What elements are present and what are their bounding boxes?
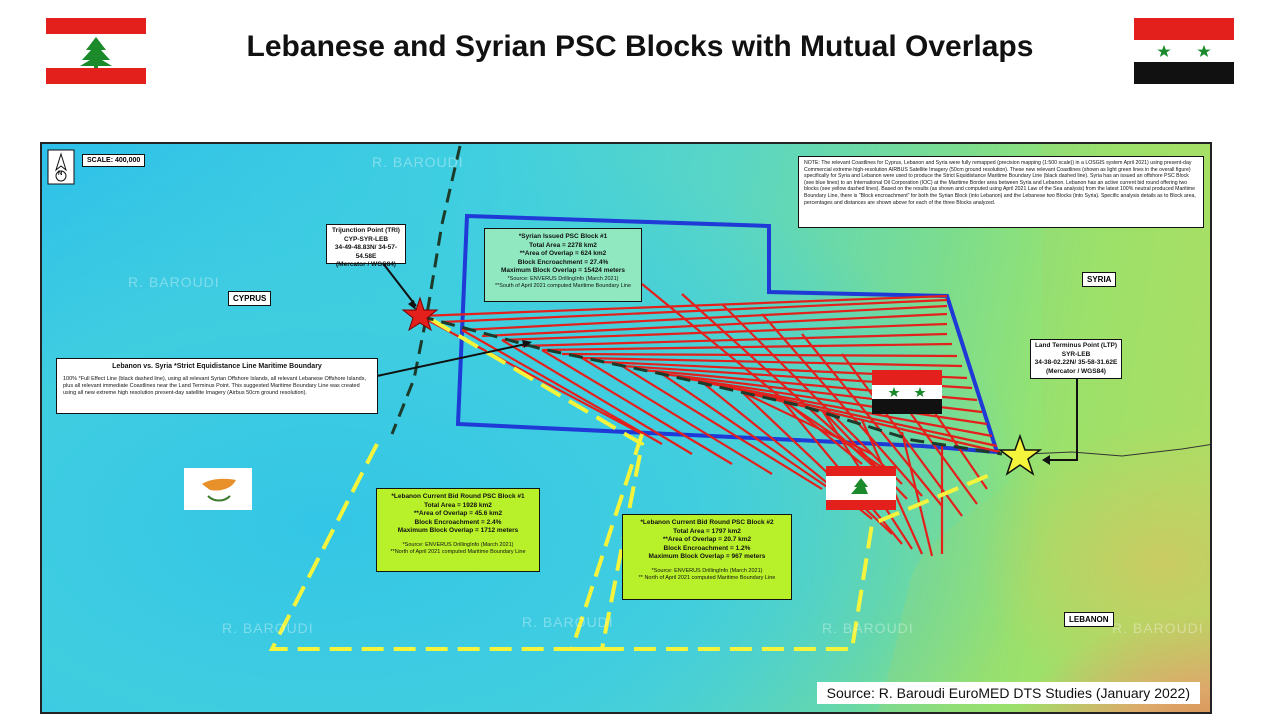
boundary-note-title: Lebanon vs. Syria *Strict Equidistance L…: [112, 363, 322, 370]
boundary-note-body: 100% *Full Effect Line (black dashed lin…: [63, 376, 366, 396]
trijunction-star-icon: [401, 296, 439, 332]
trijunction-coords: 34-49-48.83N/ 34-57-54.58E: [334, 244, 398, 260]
lebanon-block1-overlap: **Area of Overlap = 45.6 km2: [413, 510, 503, 517]
syria-block-max-overlap: Maximum Block Overlap = 15424 meters: [500, 267, 626, 274]
equidistance-line: [419, 314, 1003, 456]
maritime-boundary-line: [390, 145, 462, 435]
lebanon-block1-info: *Lebanon Current Bid Round PSC Block #1 …: [376, 488, 540, 572]
watermark: R. BAROUDI: [128, 274, 220, 290]
watermark: R. BAROUDI: [372, 154, 464, 170]
syria-block-area: Total Area = 2278 km2: [529, 241, 597, 249]
north-label: N: [58, 171, 63, 177]
lebanon-block1-max-overlap: Maximum Block Overlap = 1712 meters: [397, 527, 519, 534]
lebanon-block1-source: *Source: ENVERUS DrillingInfo (March 202…: [402, 541, 514, 548]
lebanon-block1-footnote: **North of April 2021 computed Maritime …: [390, 548, 526, 555]
syria-block-encroachment: Block Encroachment = 27.4%: [517, 258, 609, 266]
lebanon-block2-overlap: **Area of Overlap = 20.7 km2: [662, 536, 752, 543]
syria-flag-map-icon: [872, 370, 942, 414]
page-title: Lebanese and Syrian PSC Blocks with Mutu…: [246, 30, 1034, 63]
lebanon-block2-source: *Source: ENVERUS DrillingInfo (March 202…: [651, 567, 763, 574]
syria-label: SYRIA: [1082, 272, 1117, 287]
lebanon-block2-area: Total Area = 1797 km2: [673, 527, 741, 535]
land-terminus-arrow: [1047, 376, 1078, 461]
map-panel: N R. BAROUDI R. BAROUDI R. BAROUDI R. BA…: [40, 142, 1212, 714]
trijunction-callout: Trijunction Point (TRI) CYP-SYR-LEB 34-4…: [326, 224, 406, 268]
trijunction-system: (Mercator / WGS84): [336, 261, 396, 268]
land-terminus-title: Land Terminus Point (LTP): [1034, 342, 1118, 349]
boundary-arrowhead: [522, 340, 532, 348]
overlap-lines: [419, 283, 1001, 557]
lebanon-block2-max-overlap: Maximum Block Overlap = 967 meters: [648, 553, 766, 560]
land-terminus-callout: Land Terminus Point (LTP) SYR-LEB 34-38-…: [1030, 339, 1122, 379]
map-drawing: [47, 144, 1210, 712]
analysis-note: NOTE: The relevant Coastlines for Cyprus…: [798, 156, 1204, 228]
lebanon-block2-info: *Lebanon Current Bid Round PSC Block #2 …: [622, 514, 792, 600]
syria-block-title: *Syrian Issued PSC Block #1: [518, 233, 608, 240]
lebanon-block1-area: Total Area = 1928 km2: [424, 501, 492, 509]
cyprus-flag-map-icon: [184, 468, 252, 510]
source-caption: Source: R. Baroudi EuroMED DTS Studies (…: [816, 682, 1200, 704]
land-terminus-system: (Mercator / WGS84): [1046, 367, 1106, 375]
land-border-line: [1026, 444, 1210, 457]
land-shade: [878, 144, 1210, 712]
lebanon-block1-title: *Lebanon Current Bid Round PSC Block #1: [391, 493, 525, 500]
scale-label: SCALE: 400,000: [82, 154, 146, 167]
cyprus-label: CYPRUS: [228, 291, 272, 306]
land-terminus-arrowhead: [1042, 455, 1050, 465]
syria-block-info: *Syrian Issued PSC Block #1 Total Area =…: [484, 228, 642, 302]
watermark: R. BAROUDI: [222, 620, 314, 636]
boundary-arrow: [376, 343, 527, 377]
north-arrow-icon: [47, 149, 75, 185]
trijunction-arrow: [381, 261, 417, 307]
syria-block-source: *Source: ENVERUS DrillingInfo (March 202…: [507, 275, 619, 282]
land-terminus-coords: 34-38-02.22N/ 35-58-31.62E: [1034, 359, 1118, 366]
boundary-note-callout: Lebanon vs. Syria *Strict Equidistance L…: [56, 358, 378, 414]
lebanon-block2-title: *Lebanon Current Bid Round PSC Block #2: [640, 519, 774, 526]
syria-block-footnote: **South of April 2021 computed Maritime …: [494, 282, 632, 289]
lebanon-block1-encroachment: Block Encroachment = 2.4%: [414, 518, 502, 526]
lebanon-block2-encroachment: Block Encroachment = 1.2%: [663, 544, 751, 552]
watermark: R. BAROUDI: [1112, 620, 1204, 636]
syria-flag-icon: [1134, 18, 1234, 84]
lebanon-flag-icon: [46, 18, 146, 84]
land-terminus-line2: SYR-LEB: [1061, 350, 1091, 358]
syria-block-overlap: **Area of Overlap = 624 km2: [519, 250, 607, 257]
syria-block-outline: [455, 213, 1000, 455]
lebanon-block2-footnote: ** North of April 2021 computed Maritime…: [638, 574, 776, 581]
watermark: R. BAROUDI: [822, 620, 914, 636]
trijunction-arrowhead: [408, 300, 416, 310]
trijunction-line2: CYP-SYR-LEB: [343, 235, 389, 243]
lebanon-label: LEBANON: [1064, 612, 1114, 627]
lebanon-block2-outline: [569, 433, 993, 651]
lebanon-flag-map-icon: [826, 466, 896, 510]
watermark: R. BAROUDI: [522, 614, 614, 630]
trijunction-title: Trijunction Point (TRI): [332, 227, 400, 234]
land-terminus-star-icon: [997, 433, 1043, 476]
